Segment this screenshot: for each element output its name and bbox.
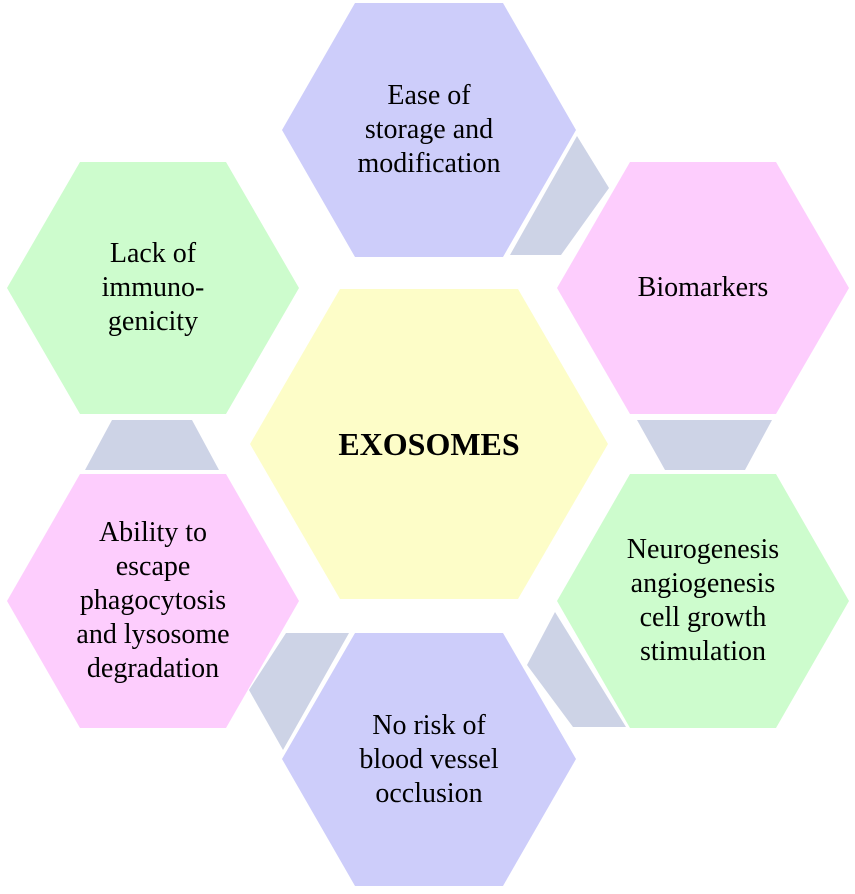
label-storage: Ease of storage and modification <box>357 80 501 179</box>
hexagon-center <box>250 289 608 599</box>
hexagon-blood-vessel <box>282 633 576 886</box>
label-blood-vessel: No risk of blood vessel occlusion <box>359 709 499 809</box>
connector-storage-biomarkers <box>510 136 609 255</box>
hexagon-biomarkers <box>557 162 849 414</box>
connector-neurogenesis-bloodvessel <box>527 612 626 727</box>
hexagon-neurogenesis <box>557 474 849 728</box>
label-phagocytosis: Ability to escape phagocytosis and lysos… <box>76 517 230 684</box>
hexagon-storage <box>282 3 576 257</box>
center-label: EXOSOMES <box>338 426 520 462</box>
connector-phagocytosis-immunogenicity <box>85 420 219 470</box>
label-biomarkers: Biomarkers <box>637 272 769 303</box>
hexagon-immunogenicity <box>7 162 299 414</box>
hexagon-phagocytosis <box>7 474 299 728</box>
connector-biomarkers-neurogenesis <box>637 420 772 470</box>
connector-bloodvessel-phagocytosis <box>249 633 349 750</box>
label-immunogenicity: Lack of immuno- genicity <box>101 238 205 337</box>
label-neurogenesis: Neurogenesis angiogenesis cell growth st… <box>626 534 780 667</box>
